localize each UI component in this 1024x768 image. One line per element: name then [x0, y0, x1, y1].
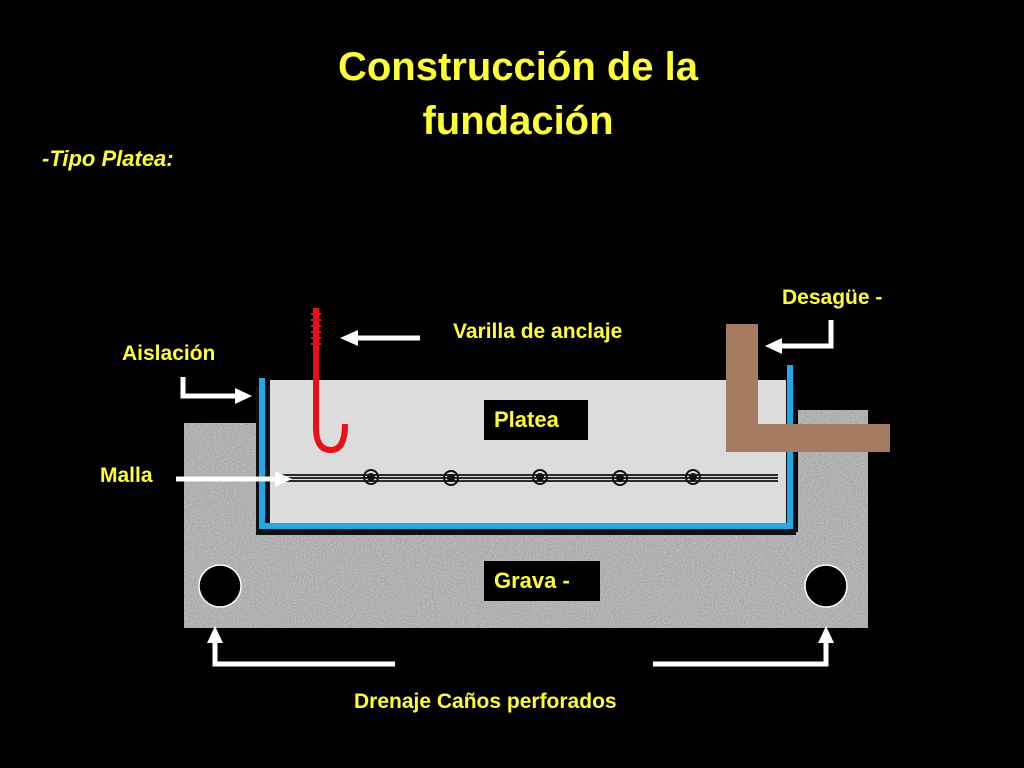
label-varilla: Varilla de anclaje	[453, 320, 623, 343]
drain-pipe-left-icon	[198, 564, 242, 608]
arrow-desague-icon	[765, 320, 834, 354]
mesh-bar-icon	[612, 470, 628, 486]
reinforcement-mesh	[280, 469, 778, 486]
page-subtitle: -Tipo Platea:	[42, 146, 174, 171]
label-aislacion: Aislación	[122, 342, 216, 365]
drain-pipe	[726, 324, 890, 452]
arrow-varilla-icon	[340, 330, 420, 346]
mesh-bar-icon	[443, 470, 459, 486]
label-desague: Desagüe -	[782, 286, 883, 309]
page-title: Construcción de la fundación	[337, 45, 699, 143]
label-grava: Grava -	[484, 561, 600, 601]
mesh-bar-icon	[363, 469, 379, 485]
arrow-drenaje-right-icon	[653, 626, 834, 667]
label-malla: Malla	[100, 464, 153, 487]
arrow-drenaje-left-icon	[207, 626, 395, 667]
label-drenaje: Drenaje Caños perforados	[354, 690, 617, 713]
mesh-bar-icon	[685, 469, 701, 485]
label-platea: Platea	[484, 400, 588, 440]
drain-pipe-right-icon	[804, 564, 848, 608]
arrow-aislacion-icon	[180, 377, 252, 404]
anchor-rod	[311, 308, 348, 454]
mesh-bar-icon	[532, 469, 548, 485]
arrow-malla-icon	[176, 471, 292, 487]
